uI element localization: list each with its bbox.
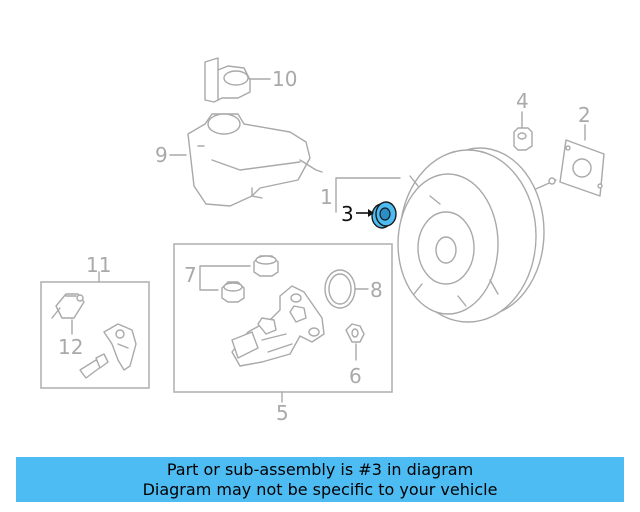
banner-line-2: Diagram may not be specific to your vehi… — [142, 480, 498, 499]
callout-10: 10 — [272, 67, 297, 91]
callout-8: 8 — [370, 278, 383, 302]
banner-line-1: Part or sub-assembly is #3 in diagram — [166, 460, 474, 479]
reservoir-cap-part — [204, 57, 251, 103]
seal-part-3 — [371, 201, 397, 229]
info-banner: Part or sub-assembly is #3 in diagram Di… — [16, 457, 624, 502]
callout-4: 4 — [516, 89, 529, 113]
callout-5: 5 — [276, 401, 289, 425]
callout-7: 7 — [184, 263, 197, 287]
o-ring-part-8 — [324, 269, 356, 309]
seal-part-7 — [221, 255, 279, 303]
callout-12: 12 — [58, 335, 83, 359]
master-cylinder-group-box — [173, 243, 393, 393]
callout-9: 9 — [155, 143, 168, 167]
bolt-part — [79, 353, 109, 379]
nut-part-6 — [345, 323, 365, 343]
gasket-part-2 — [559, 139, 605, 197]
leader-3-arrow — [368, 209, 374, 217]
reservoir-tank-part — [187, 113, 323, 207]
leader-1 — [335, 177, 401, 213]
sensor-bracket-part — [103, 323, 137, 371]
callout-3: 3 — [341, 202, 354, 226]
leader-7 — [199, 265, 251, 291]
callout-11: 11 — [86, 253, 111, 277]
brake-booster-part-1 — [397, 147, 557, 323]
callout-6: 6 — [349, 364, 362, 388]
callout-2: 2 — [578, 103, 591, 127]
callout-1: 1 — [320, 185, 333, 209]
master-cylinder-body — [231, 285, 325, 367]
sensor-group-box — [40, 281, 150, 389]
grommet-part-4 — [513, 127, 533, 151]
vacuum-sensor-part-12 — [51, 293, 85, 319]
